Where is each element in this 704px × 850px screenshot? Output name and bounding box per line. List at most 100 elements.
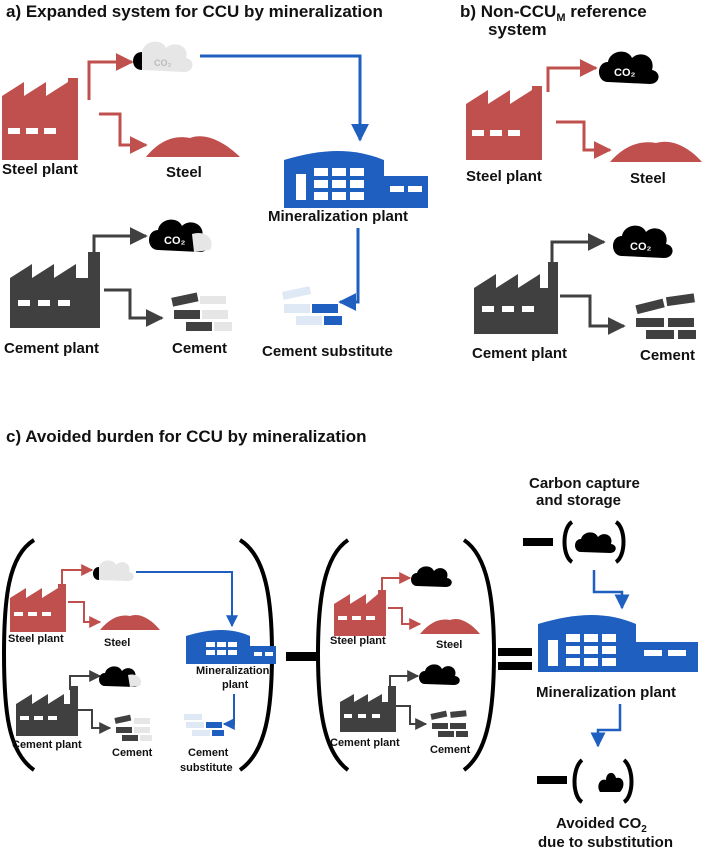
cement-label: Cement [172, 340, 227, 357]
mineralization-plant-label: Mineralization plant [268, 208, 408, 225]
cloud-co2-icon [411, 566, 452, 587]
cement-plant-label: Cement plant [472, 345, 567, 362]
flow-arrow [592, 570, 630, 610]
flow-arrow [222, 694, 235, 730]
middle-bracket-group: Steel plant Steel Cement plant Cement [315, 538, 497, 772]
cement-bricks-icon [430, 710, 468, 737]
factory-icon [10, 584, 66, 632]
ccs-label-line2: and storage [536, 492, 621, 509]
cement-label: Cement [640, 347, 695, 364]
flow-arrow [104, 288, 164, 327]
flow-arrow [396, 705, 428, 730]
panel-c-title: c) Avoided burden for CCU by mineralizat… [6, 427, 367, 446]
cement-substitute-label: Cement substitute [262, 343, 393, 360]
flow-arrow [590, 704, 622, 748]
flow-arrow [388, 607, 422, 630]
flow-arrow [69, 670, 102, 690]
steel-plant-label: Steel plant [2, 161, 78, 178]
flow-arrow [76, 709, 112, 734]
ccs-label-line1: Carbon capture [529, 475, 640, 492]
cement-bricks-icon [282, 286, 342, 325]
flow-arrow [556, 120, 612, 159]
cloud-co2-icon: CO₂ [599, 51, 659, 84]
flow-arrow [87, 53, 134, 100]
cloud-co2-icon [93, 560, 134, 581]
mineralization-plant-icon [186, 630, 276, 664]
cloud-co2-icon [598, 772, 624, 792]
factory-icon [474, 262, 558, 334]
steel-pile-icon [420, 618, 480, 634]
cement-plant-label: Cement plant [12, 739, 82, 751]
steel-label: Steel [166, 164, 202, 181]
co2-text: CO₂ [164, 235, 186, 247]
cloud-co2-icon: CO₂ [133, 41, 193, 72]
cement-bricks-icon [635, 293, 696, 339]
flow-arrow [546, 59, 598, 92]
left-paren [1, 538, 36, 772]
panel-a: a) Expanded system for CCU by mineraliza… [2, 2, 428, 360]
minus-symbol [537, 776, 567, 784]
cement-bricks-icon [184, 714, 224, 736]
steel-label: Steel [104, 637, 130, 649]
steel-plant-label: Steel plant [330, 635, 386, 647]
flow-arrow [381, 572, 412, 592]
cement-label: Cement [430, 744, 471, 756]
substitute-label-line2: substitute [180, 762, 233, 774]
cloud-co2-icon: CO₂ [149, 219, 212, 252]
equals-symbol [498, 648, 532, 670]
steel-label: Steel [630, 170, 666, 187]
right-result-group: Carbon capture and storage Minera [523, 475, 698, 850]
factory-icon [340, 686, 396, 732]
mineralization-plant-icon [284, 151, 428, 208]
mineralization-label-line2: plant [222, 679, 249, 691]
panel-b-title: b) Non-CCUM reference [460, 2, 647, 24]
cloud-co2-icon [575, 532, 616, 553]
flow-arrow [389, 670, 420, 690]
panel-b: b) Non-CCUM reference system CO₂ Steel p… [460, 2, 702, 364]
steel-pile-icon [100, 614, 160, 630]
steel-plant-label: Steel plant [466, 168, 542, 185]
right-paren [622, 758, 634, 804]
steel-pile-icon [146, 136, 240, 157]
flow-arrow [200, 54, 369, 142]
left-paren [315, 538, 350, 772]
left-paren [562, 520, 574, 564]
cement-label: Cement [112, 747, 153, 759]
steel-pile-icon [610, 141, 702, 162]
panel-b-title-line2: system [488, 20, 547, 39]
factory-icon [466, 86, 542, 160]
co2-text: CO₂ [154, 58, 172, 68]
flow-arrow [550, 233, 606, 270]
avoided-label-line2: due to substitution [538, 834, 673, 850]
left-bracket-group: Steel plant Steel Mineralization plant C… [1, 538, 276, 774]
mineralization-label-line1: Mineralization [196, 665, 270, 677]
flow-arrow [61, 564, 94, 588]
cloud-co2-icon: CO₂ [613, 225, 673, 258]
cloud-co2-icon [419, 664, 460, 685]
factory-icon [10, 252, 100, 328]
flow-arrow [136, 571, 238, 628]
co2-text: CO₂ [614, 67, 636, 79]
cement-plant-label: Cement plant [330, 737, 400, 749]
mineralization-plant-label: Mineralization plant [536, 684, 676, 701]
flow-arrow [68, 601, 102, 628]
panel-c: c) Avoided burden for CCU by mineralizat… [1, 427, 698, 850]
co2-text: CO₂ [630, 241, 652, 253]
left-paren [572, 758, 584, 804]
steel-plant-label: Steel plant [8, 633, 64, 645]
factory-icon [2, 78, 78, 160]
minus-symbol [523, 538, 553, 546]
right-paren [614, 520, 626, 564]
panel-a-title: a) Expanded system for CCU by mineraliza… [6, 2, 383, 21]
cement-bricks-icon [114, 714, 152, 741]
flow-arrow [338, 228, 360, 311]
flow-arrow [92, 227, 148, 262]
flow-arrow [560, 294, 626, 335]
mineralization-plant-icon [538, 615, 698, 672]
cloud-co2-icon [99, 666, 142, 687]
factory-icon [16, 686, 78, 736]
flow-arrow [99, 112, 148, 154]
minus-symbol [286, 652, 320, 661]
cement-plant-label: Cement plant [4, 340, 99, 357]
